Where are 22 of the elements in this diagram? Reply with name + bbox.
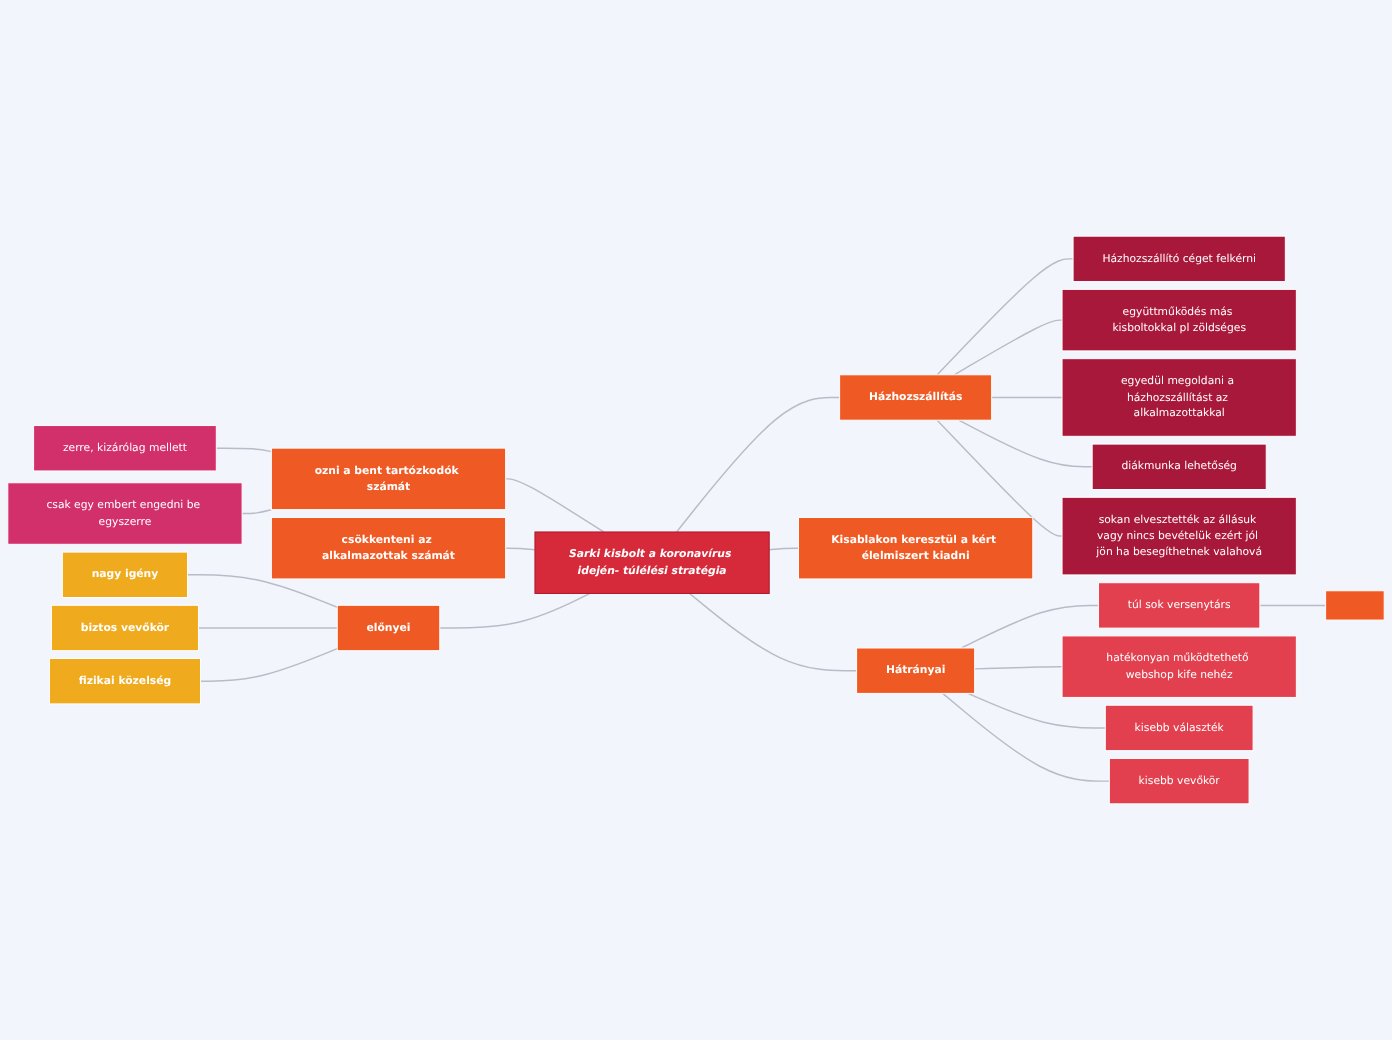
connector [768, 547, 800, 551]
connector [504, 478, 605, 533]
connector [199, 647, 338, 682]
connector [936, 258, 1074, 376]
connector [504, 547, 536, 551]
connector [197, 627, 338, 629]
connector [953, 319, 1063, 376]
connector [990, 396, 1063, 399]
connector [1259, 604, 1327, 607]
connector [186, 574, 338, 608]
connector [960, 604, 1100, 649]
connector [241, 508, 273, 515]
node-box [1325, 590, 1385, 621]
connector [942, 692, 1111, 782]
connector [439, 592, 591, 629]
connector [967, 692, 1107, 729]
connector [215, 447, 273, 453]
connector [688, 592, 858, 672]
connector [675, 396, 841, 533]
connector [936, 419, 1063, 537]
connector [973, 665, 1063, 670]
connector [958, 419, 1093, 468]
